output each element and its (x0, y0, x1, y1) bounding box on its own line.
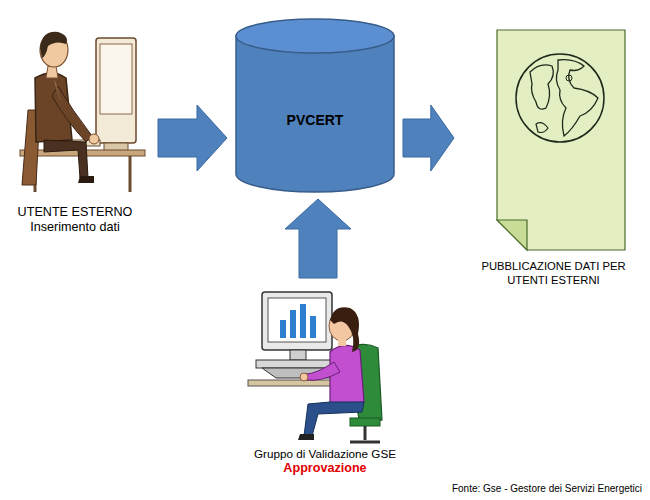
validator-illustration (248, 292, 382, 442)
validator-title: Gruppo di Validazione GSE (200, 447, 450, 461)
user-illustration (20, 32, 145, 192)
block-arrow (403, 105, 454, 171)
user-node: UTENTE ESTERNOInserimento dati (0, 5, 150, 245)
publication-caption: PUBBLICAZIONE DATI PER UTENTI ESTERNI (462, 260, 645, 287)
database-cylinder: PVCERT (235, 18, 395, 193)
user-title: UTENTE ESTERNO (0, 205, 150, 220)
approval-label: Approvazione (200, 461, 450, 476)
database-name: PVCERT (287, 112, 344, 129)
published-document (497, 30, 625, 250)
source-note: Fonte: Gse - Gestore dei Servizi Energet… (452, 483, 642, 494)
published-document-node: PUBBLICAZIONE DATI PER UTENTI ESTERNI (462, 30, 645, 310)
validator-node: Gruppo di Validazione GSEApprovazione (200, 283, 450, 497)
user-subtitle: Inserimento dati (0, 220, 150, 235)
block-arrow (285, 199, 351, 278)
block-arrow (158, 105, 227, 171)
cylinder-shape (235, 18, 395, 193)
